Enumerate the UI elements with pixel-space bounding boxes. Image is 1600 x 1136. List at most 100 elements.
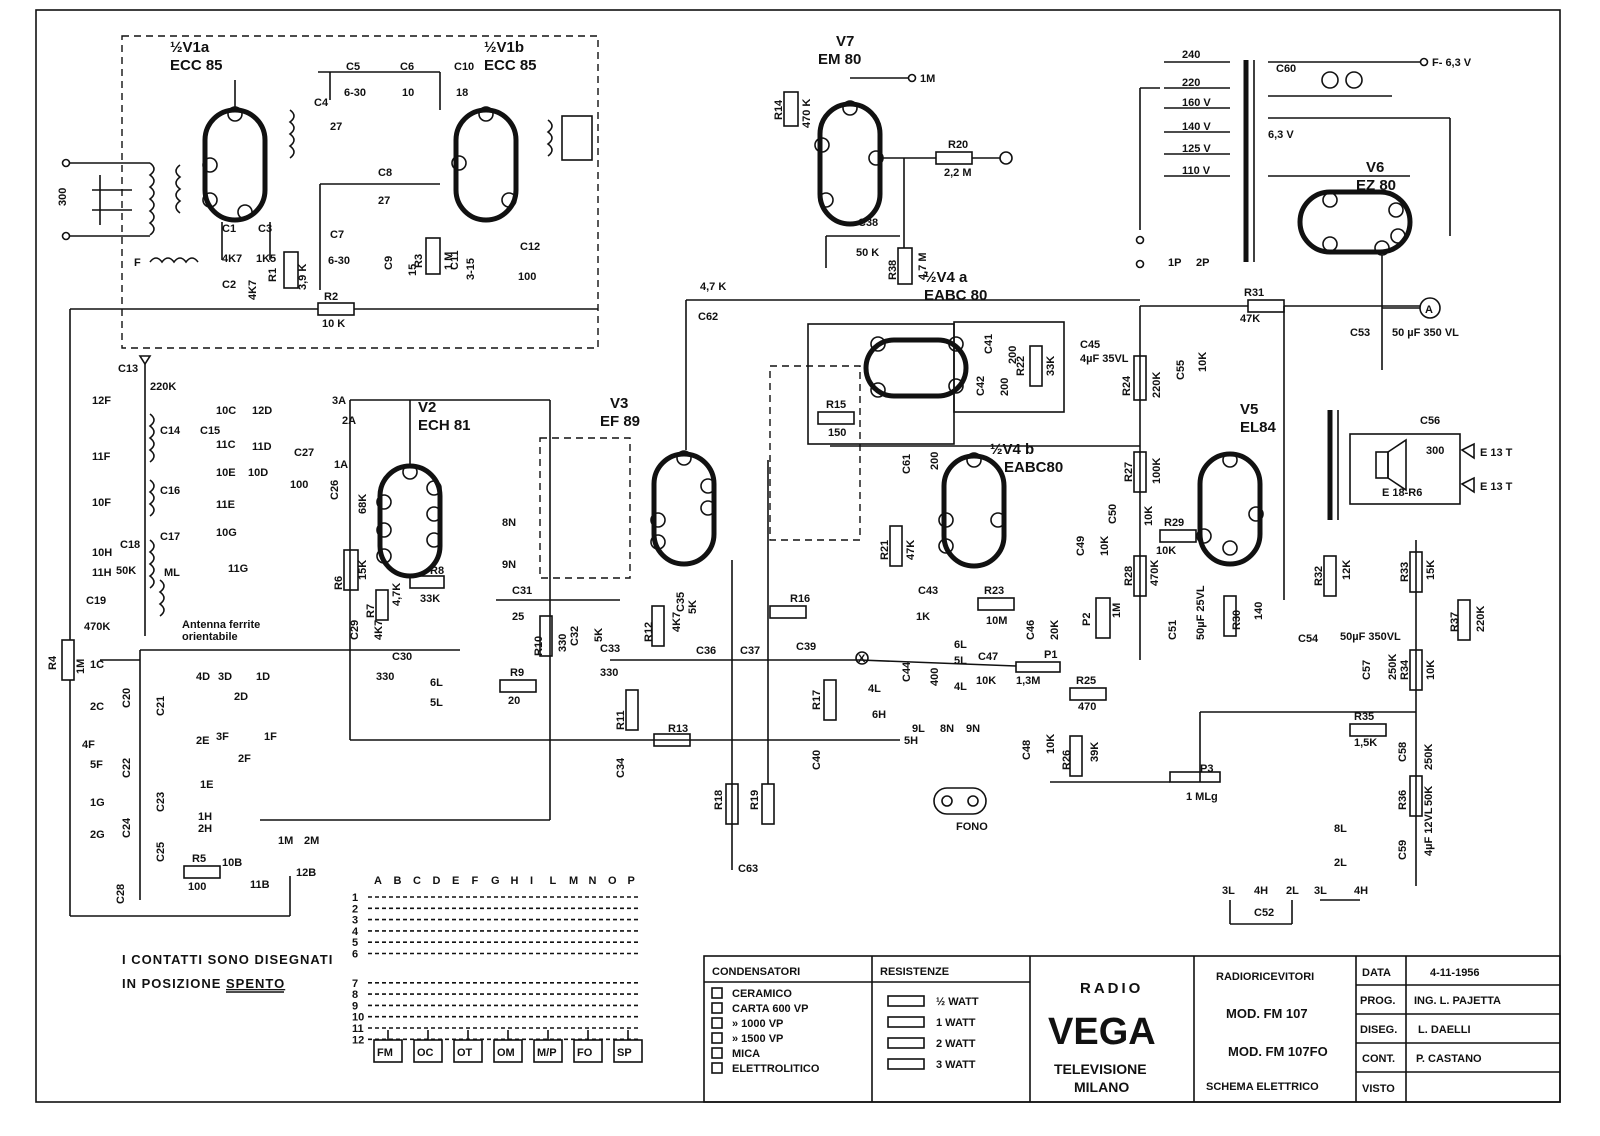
c27-value: 100 [290,479,308,491]
c45-value: 4µF 35VL [1080,353,1129,365]
valve-v1b: ½V1b ECC 85 [451,39,537,223]
c58-ref: C58 [1397,742,1409,762]
sw-2f: 2F [238,753,251,765]
ml-ref: ML [164,567,180,579]
r30-ref: R30 [1231,610,1243,630]
sw-11f: 11F [92,451,111,463]
sw-10g: 10G [216,527,237,539]
speaker-label: E 18-R6 [1382,487,1422,499]
c57-value: 250K [1387,654,1399,680]
r28-ref: R28 [1123,566,1135,586]
field-prog-key: PROG. [1360,995,1395,1007]
sw-7b: 8N [502,517,516,529]
sw-2m: 2M [304,835,319,847]
p2-value: 1M [1111,603,1123,618]
r24-value: 220K [1151,372,1163,398]
sw-9l: 3L [1222,885,1235,897]
sw-4d: 4D [196,671,210,683]
c2-value: 4K7 [247,280,259,300]
r5-value: 100 [188,881,206,893]
valve-v5: V5 EL84 R27 100K C50 10K C49 10K R29 10K… [1050,306,1277,803]
sw-5h: 2L [1334,857,1347,869]
c8-value: 27 [378,195,390,207]
legend-res-symbol [887,1058,925,1070]
p3-value: 1 MLg [1186,791,1218,803]
valve-v5-ref: V5 [1240,401,1258,418]
brand-sub1: TELEVISIONE [1054,1061,1147,1077]
c35-ref: C35 [675,592,687,612]
c54-ref: C54 [1298,633,1319,645]
sw-6b: 5L [430,697,443,709]
legend-cap-symbol [711,1062,723,1074]
c2-ref: C2 [222,279,236,291]
sw-6l: 6L [954,639,967,651]
valve-v5-type: EL84 [1240,419,1277,436]
r8-ref: R8 [430,565,444,577]
r28-value: 470K [1149,560,1161,586]
c18-ref: C18 [120,539,140,551]
c38-ref: C38 [858,217,878,229]
c18-value: 50K [116,565,136,577]
c7-ref: C7 [330,229,344,241]
c8-ref: C8 [378,167,392,179]
r36-value: 50K [1423,786,1435,806]
legend-cap-symbol [711,1032,723,1044]
field-visto-key: VISTO [1362,1083,1395,1095]
r10-value: 330 [557,634,569,652]
heater-label: F- 6,3 V [1432,57,1472,69]
c62-value: 4,7 K [700,281,726,293]
r23-ref: R23 [984,585,1004,597]
sw-1m: 1M [278,835,293,847]
c41-ref: C41 [983,334,995,354]
sw-2l: 2L [1286,885,1299,897]
r26-value: 39K [1089,742,1101,762]
c55-value: 10K [1197,352,1209,372]
legend-cap-title: CONDENSATORI [712,966,800,978]
v1a-bias-network: C1 4K7 C3 1K5 C2 4K7 R1 3,9 K R2 10 K F [70,222,598,330]
valve-v4a-ref: ½V4 a [924,269,968,286]
contacts-note: I CONTATTI SONO DISEGNATI IN POSIZIONE S… [122,952,332,993]
legend-res-0: ½ WATT [936,996,979,1008]
c21-ref: C21 [155,696,167,716]
c48-ref: C48 [1021,740,1033,760]
matrix-col-E: E [452,875,459,887]
note-line2-prefix: IN POSIZIONE [122,976,221,991]
valve-v6-ref: V6 [1366,159,1384,176]
r4-ref: R4 [47,655,59,670]
c17-ref: C17 [160,531,180,543]
c57-ref: C57 [1361,660,1373,680]
matrix-row-1: 1 [352,892,358,904]
band-coils: C13 220K 12F 11F 10F 10H 11H C18 50K C14… [47,309,291,917]
sw-11e: 11E [216,499,235,511]
matrix-row-5: 5 [352,937,358,949]
legend-cap-symbol [711,1017,723,1029]
r1-ref: R1 [267,268,279,282]
middle-switch-points: 2A 3A 1A 11D 6L 5L 4L 6H 5H 9L 8N 9N 6L … [252,395,980,875]
valve-v1b-ref: ½V1b [484,39,524,56]
r38-ref: R38 [887,260,899,280]
tone-switch-contacts: 3L 4H 2L 3L 4H C52 [1222,885,1368,925]
r19-ref: R19 [749,790,761,810]
note-line2-word: SPENTO [226,976,285,991]
matrix-col-G: G [491,875,500,887]
sw-1f: 1F [264,731,277,743]
legend-cap-3: » 1500 VP [732,1033,783,1045]
matrix-col-H: H [511,875,519,887]
r22-ref: R22 [1015,356,1027,376]
c33-ref: C33 [600,643,620,655]
c43-value: 1K [916,611,930,623]
r3-ref: R3 [413,254,425,268]
sw-6h: 8L [1334,823,1347,835]
c35-value: 5K [687,600,699,614]
c42-value: 200 [999,378,1011,396]
c46-value: 20K [1049,620,1061,640]
sw-2e: 2E [196,735,209,747]
legend-res-3: 3 WATT [936,1059,976,1071]
sw-2d: 2D [234,691,248,703]
sw-10c: 10C [216,405,236,417]
legend-cap-5: ELETTROLITICO [732,1063,820,1075]
model-1: MOD. FM 107 [1226,1006,1308,1021]
sw-8l: 4H [1254,885,1268,897]
r29-ref: R29 [1164,517,1184,529]
